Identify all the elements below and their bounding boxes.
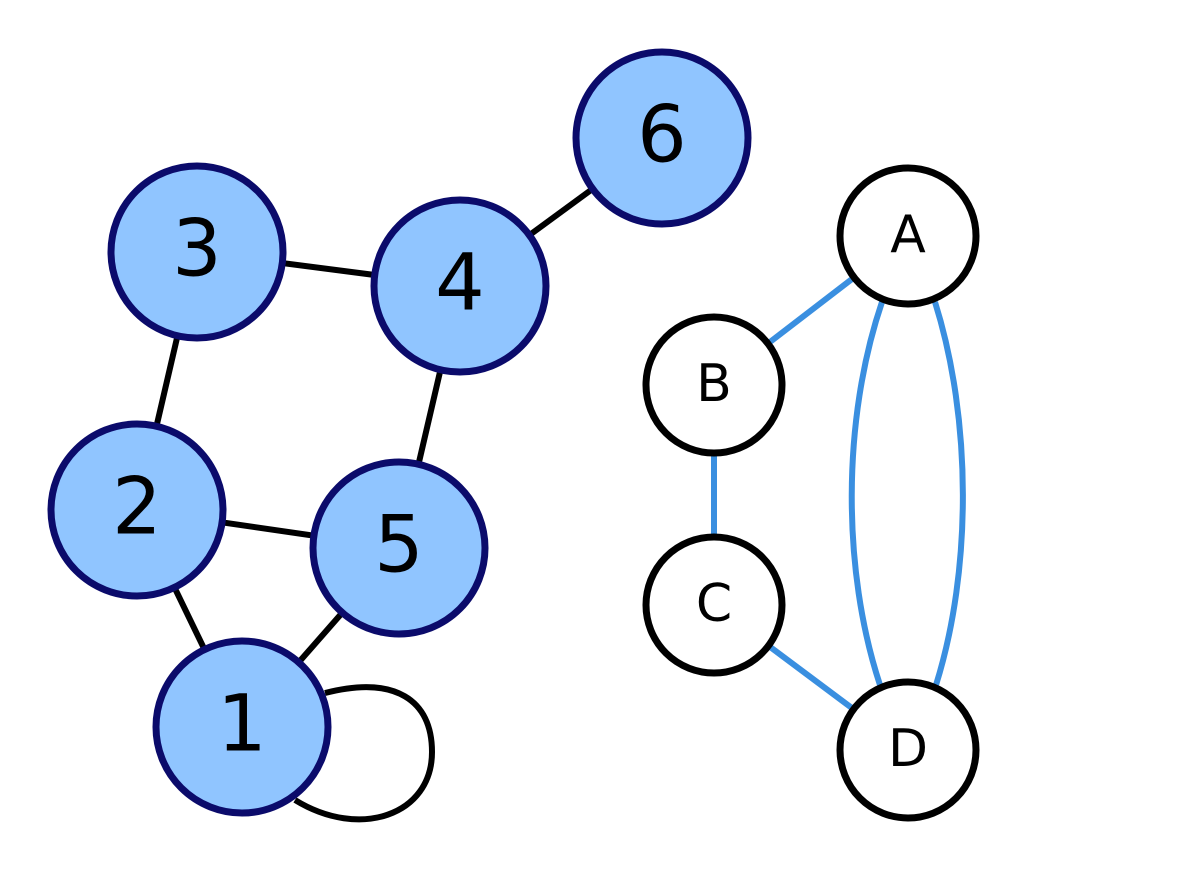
- left-node-5-label: 5: [374, 500, 424, 590]
- left-node-3-circle: [107, 162, 287, 342]
- right-node-C-circle: [642, 533, 786, 677]
- left-node-4-circle: [370, 196, 550, 376]
- right-node-C[interactable]: C: [642, 533, 786, 677]
- left-node-4[interactable]: 4: [370, 196, 550, 376]
- right-node-D-circle: [836, 678, 980, 822]
- right-node-D[interactable]: D: [836, 678, 980, 822]
- right-node-A[interactable]: A: [836, 164, 980, 308]
- left-node-2[interactable]: 2: [47, 420, 227, 600]
- left-node-6-label: 6: [637, 90, 687, 180]
- left-node-4-label: 4: [435, 238, 485, 328]
- left-node-6[interactable]: 6: [572, 48, 752, 228]
- left-graph-nodes: 1 2 3 4 5 6: [47, 48, 752, 817]
- left-node-2-label: 2: [112, 462, 162, 552]
- right-node-A-circle: [836, 164, 980, 308]
- left-node-3-label: 3: [172, 204, 222, 294]
- left-node-5-circle: [309, 458, 489, 638]
- right-node-D-label: D: [888, 719, 928, 779]
- left-node-1[interactable]: 1: [152, 637, 332, 817]
- right-edge-A-D-left: [848, 301, 885, 686]
- left-node-1-label: 1: [217, 679, 267, 769]
- right-node-A-label: A: [890, 205, 926, 265]
- left-node-2-circle: [47, 420, 227, 600]
- right-graph-edges: [711, 233, 966, 753]
- left-node-1-circle: [152, 637, 332, 817]
- left-node-5[interactable]: 5: [309, 458, 489, 638]
- left-edge-1-1-self-loop: [293, 684, 436, 823]
- right-node-C-label: C: [696, 574, 732, 634]
- right-node-B[interactable]: B: [642, 313, 786, 457]
- right-edge-A-D-right: [932, 301, 966, 686]
- left-node-6-circle: [572, 48, 752, 228]
- right-graph-nodes: A B C D: [642, 164, 980, 822]
- left-node-3[interactable]: 3: [107, 162, 287, 342]
- right-node-B-label: B: [696, 354, 732, 414]
- right-node-B-circle: [642, 313, 786, 457]
